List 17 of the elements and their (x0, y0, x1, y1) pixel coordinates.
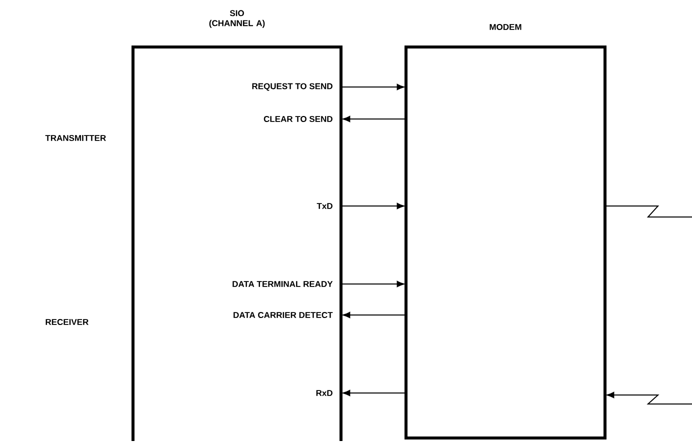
arrow (342, 390, 406, 396)
arrow (342, 312, 406, 318)
arrow (342, 116, 406, 122)
arrow (340, 84, 404, 90)
side-label: RECEIVER (46, 319, 88, 325)
signal-name: DATA TERMINAL READY (232, 281, 333, 287)
arrow (340, 280, 404, 288)
signal-name: DATA CARRIER DETECT (234, 312, 333, 318)
arrow (606, 392, 692, 404)
signal-name: REQUEST TO SEND (252, 83, 332, 91)
signal-name: CLEAR TO SEND (264, 116, 332, 122)
side-label: TRANSMITTER (45, 135, 106, 141)
signal-name: TxD (316, 203, 332, 209)
box-heading: SIO (CHANNEL A) (209, 10, 265, 28)
signal-name: RxD (316, 390, 332, 396)
arrow (340, 202, 404, 210)
box-heading: MODEM (490, 24, 522, 30)
